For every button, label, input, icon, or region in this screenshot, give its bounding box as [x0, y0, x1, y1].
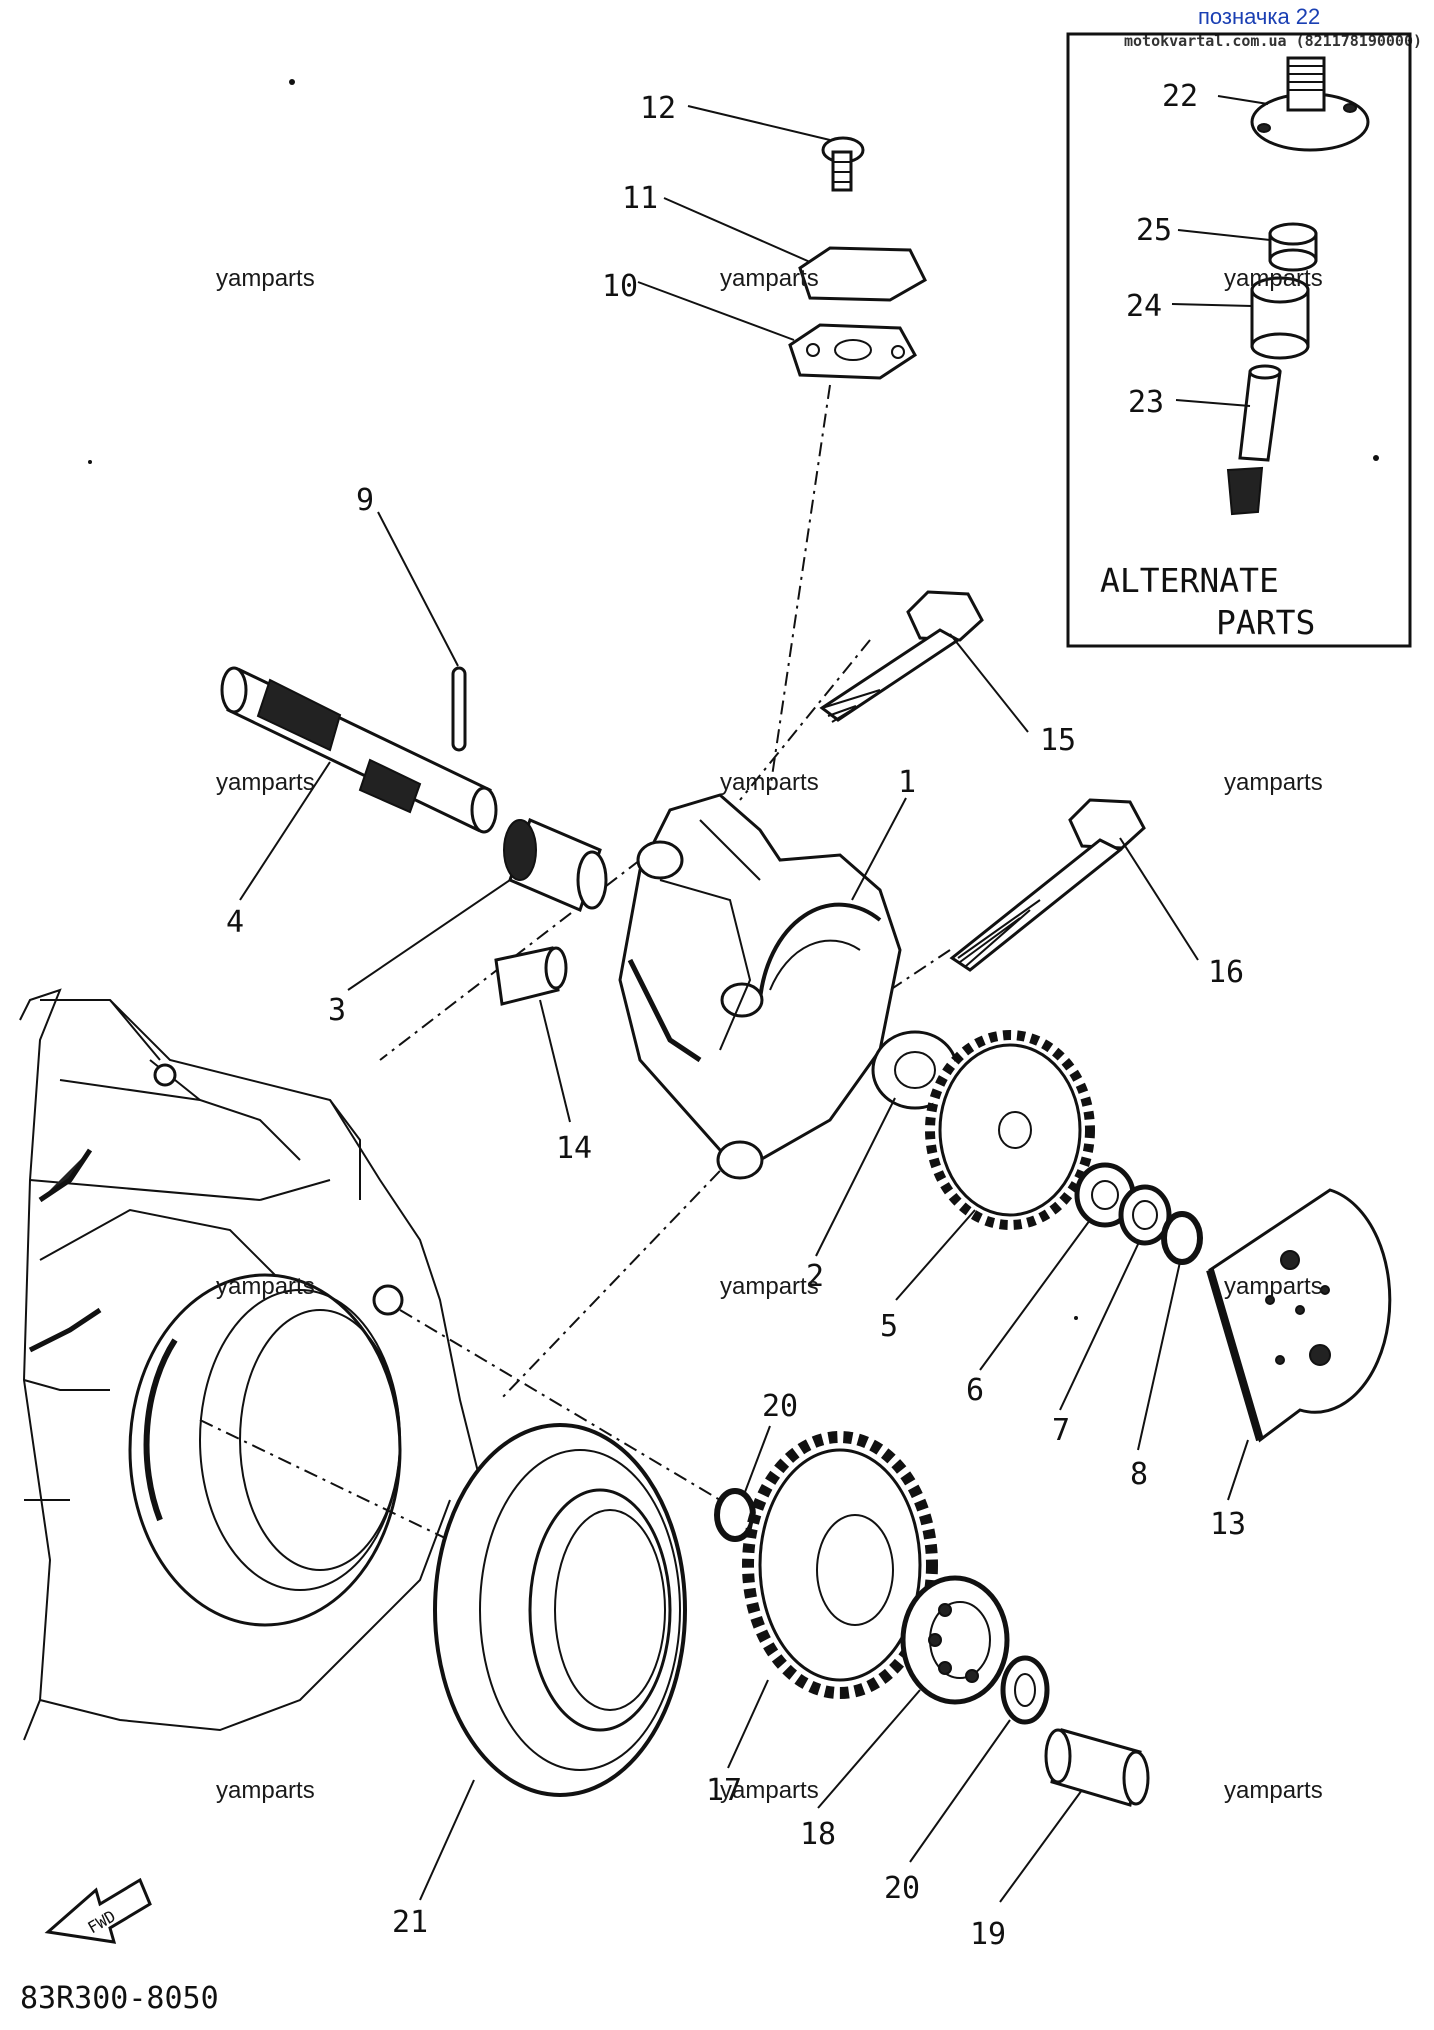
- callout-16: 16: [1208, 955, 1244, 990]
- watermark: yamparts: [1224, 265, 1323, 292]
- part-19-icon: [1044, 1728, 1150, 1807]
- watermarks: yamparts yamparts yamparts yamparts yamp…: [216, 265, 1323, 1804]
- part-21-icon: [433, 1423, 687, 1797]
- callout-numbers: 12 11 10 9 4 3 14 1 15 16 2 5 6 7 8 13 2…: [226, 79, 1246, 1952]
- leader-lines: [239, 95, 1271, 1903]
- part-15-icon: [819, 590, 984, 723]
- part-14-icon: [494, 946, 568, 1006]
- callout-13: 13: [1210, 1507, 1246, 1542]
- header-site: motokvartal.com.ua (821178190000): [1124, 32, 1422, 50]
- callout-12: 12: [640, 91, 676, 126]
- diagram-code: 83R300-8050: [20, 1981, 219, 2016]
- part-4-icon: [220, 666, 498, 834]
- part-1-icon: [618, 793, 902, 1180]
- part-23-icon: [1226, 364, 1282, 516]
- forward-arrow-icon: FWD: [44, 1877, 152, 1944]
- part-20-lower-icon: [1000, 1655, 1050, 1725]
- callout-11: 11: [622, 181, 658, 216]
- watermark: yamparts: [720, 769, 819, 796]
- callout-19: 19: [970, 1917, 1006, 1952]
- alternate-parts-inset: ALTERNATE PARTS: [1066, 32, 1412, 648]
- alternate-parts-subtitle: PARTS: [1216, 603, 1315, 642]
- callout-21: 21: [392, 1905, 428, 1940]
- crankcase-outline: [19, 988, 481, 1741]
- part-22-icon: [1250, 56, 1370, 152]
- callout-14: 14: [556, 1131, 592, 1166]
- part-5-icon: [925, 1030, 1095, 1230]
- watermark: yamparts: [720, 1777, 819, 1804]
- callout-17: 17: [706, 1773, 742, 1808]
- part-9-icon: [451, 666, 467, 752]
- part-25-icon: [1268, 222, 1318, 272]
- part-18-icon: [900, 1575, 1010, 1705]
- part-12-icon: [821, 136, 865, 192]
- callout-8: 8: [1130, 1457, 1148, 1492]
- watermark: yamparts: [216, 1273, 315, 1300]
- callout-5: 5: [880, 1309, 898, 1344]
- callout-15: 15: [1040, 723, 1076, 758]
- callout-20-lower: 20: [884, 1871, 920, 1906]
- part-16-icon: [949, 798, 1146, 972]
- assembly-axes: [199, 384, 951, 1551]
- watermark: yamparts: [216, 265, 315, 292]
- part-7-icon: [1118, 1184, 1172, 1246]
- callout-7: 7: [1052, 1413, 1070, 1448]
- alternate-parts-title: ALTERNATE: [1100, 561, 1279, 600]
- callout-6: 6: [966, 1373, 984, 1408]
- callout-20-upper: 20: [762, 1389, 798, 1424]
- header-note: позначка 22: [1198, 4, 1320, 29]
- watermark: yamparts: [1224, 1777, 1323, 1804]
- callout-24: 24: [1126, 289, 1162, 324]
- part-8-icon: [1161, 1211, 1203, 1265]
- part-13-icon: [1206, 1188, 1392, 1443]
- part-17-icon: [742, 1431, 938, 1699]
- callout-23: 23: [1128, 385, 1164, 420]
- part-10-icon: [788, 323, 917, 380]
- watermark: yamparts: [1224, 769, 1323, 796]
- part-24-icon: [1250, 276, 1310, 360]
- part-3-icon: [503, 817, 608, 913]
- watermark: yamparts: [720, 265, 819, 292]
- callout-18: 18: [800, 1817, 836, 1852]
- watermark: yamparts: [216, 769, 315, 796]
- watermark: yamparts: [720, 1273, 819, 1300]
- callout-25: 25: [1136, 213, 1172, 248]
- callout-1: 1: [898, 765, 916, 800]
- callout-9: 9: [356, 483, 374, 518]
- watermark: yamparts: [1224, 1273, 1323, 1300]
- callout-22: 22: [1162, 79, 1198, 114]
- callout-4: 4: [226, 905, 244, 940]
- callout-3: 3: [328, 993, 346, 1028]
- part-11-icon: [798, 246, 927, 302]
- callout-10: 10: [602, 269, 638, 304]
- callout-2: 2: [806, 1259, 824, 1294]
- watermark: yamparts: [216, 1777, 315, 1804]
